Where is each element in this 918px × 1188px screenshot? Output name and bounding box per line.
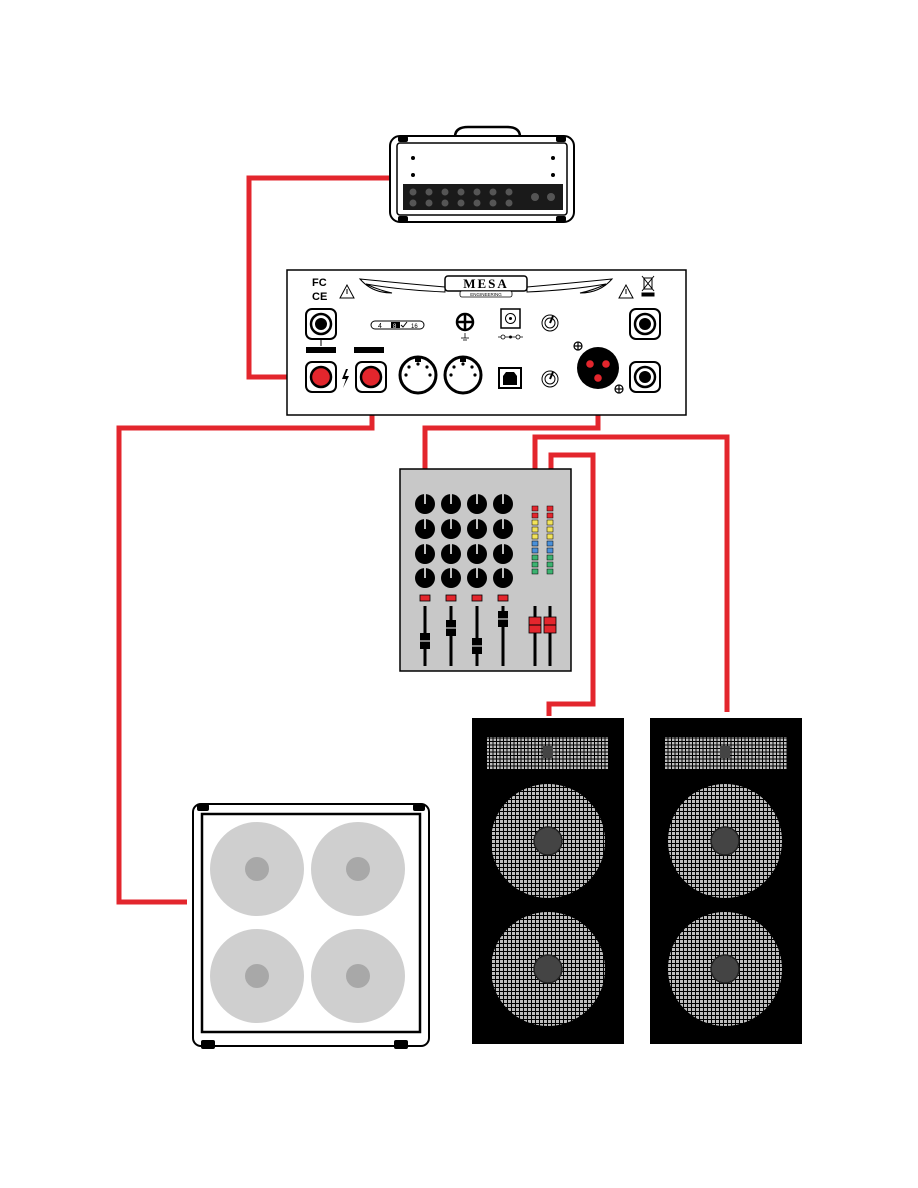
level-meter-segment [532,506,538,511]
level-meter-segment [547,569,553,574]
quarter-inch-jack-icon [356,362,386,392]
level-meter-segment [532,555,538,560]
mixer [400,469,571,671]
horn-driver [543,746,553,758]
knob-icon [441,519,461,539]
mute-button [420,595,430,601]
level-meter-segment [547,513,553,518]
master-fader-cap [529,617,541,633]
level-meter-segment [547,541,553,546]
level-meter-segment [532,527,538,532]
woofer-icon [491,912,605,1026]
speaker-cone [311,929,405,1023]
toggle-switch-icon [542,315,558,331]
impedance-option-4: 4 [378,323,382,330]
knob-icon [493,494,513,514]
quarter-inch-jack-icon [306,362,336,392]
fader-track [549,606,552,666]
knob-icon [441,544,461,564]
knob-icon [467,568,487,588]
knob-icon [493,568,513,588]
horn-driver [720,746,730,758]
woofer-icon [668,784,782,898]
level-meter-segment [532,569,538,574]
fader-cap [420,633,430,649]
level-meter-segment [547,506,553,511]
pa-speaker [472,718,624,1044]
knob-icon [493,544,513,564]
brand-name: MESA [463,276,509,291]
fader-cap [498,611,508,627]
mute-button [446,595,456,601]
quarter-inch-jack-icon [306,309,336,339]
knob-icon [415,568,435,588]
level-meter-segment [532,548,538,553]
level-meter-segment [547,562,553,567]
fader-cap [446,620,456,636]
knob-icon [467,519,487,539]
amp-head [390,127,574,222]
knob-icon [415,519,435,539]
woofer-icon [491,784,605,898]
speaker-cone [210,822,304,916]
level-meter-segment [547,555,553,560]
fader-track [534,606,537,666]
speaker-cone [210,929,304,1023]
speaker-cone [311,822,405,916]
level-meter-segment [532,562,538,567]
level-meter-segment [547,534,553,539]
knob-icon [467,494,487,514]
knob-icon [415,544,435,564]
rear-panel: FC CE MESA ENGINEERING [287,270,686,415]
fader-track [476,606,479,666]
midi-din-icon [445,357,481,393]
fader-cap [472,638,482,654]
knob-icon [467,544,487,564]
woofer-icon [668,912,782,1026]
pa-speaker [650,718,802,1044]
knob-icon [441,494,461,514]
level-meter-segment [532,513,538,518]
ce-mark: CE [312,291,327,303]
fcc-mark: FC [312,277,327,289]
mute-button [498,595,508,601]
knob-icon [493,519,513,539]
mute-button [472,595,482,601]
impedance-option-16: 16 [411,324,418,330]
master-fader-cap [544,617,556,633]
guitar-cabinet [193,804,429,1049]
level-meter-segment [532,520,538,525]
knob-icon [415,494,435,514]
midi-din-icon [400,357,436,393]
level-meter-segment [547,520,553,525]
level-meter-segment [532,534,538,539]
knob-icon [441,568,461,588]
quarter-inch-jack-icon [630,362,660,392]
brand-subtitle: ENGINEERING [470,292,502,297]
toggle-switch-icon [542,371,558,387]
usb-b-icon [499,368,521,388]
level-meter-segment [547,527,553,532]
pa-monitors [472,718,802,1044]
quarter-inch-jack-icon [630,309,660,339]
level-meter-segment [547,548,553,553]
level-meter-segment [532,541,538,546]
impedance-selector: 4 8 16 [371,321,424,330]
